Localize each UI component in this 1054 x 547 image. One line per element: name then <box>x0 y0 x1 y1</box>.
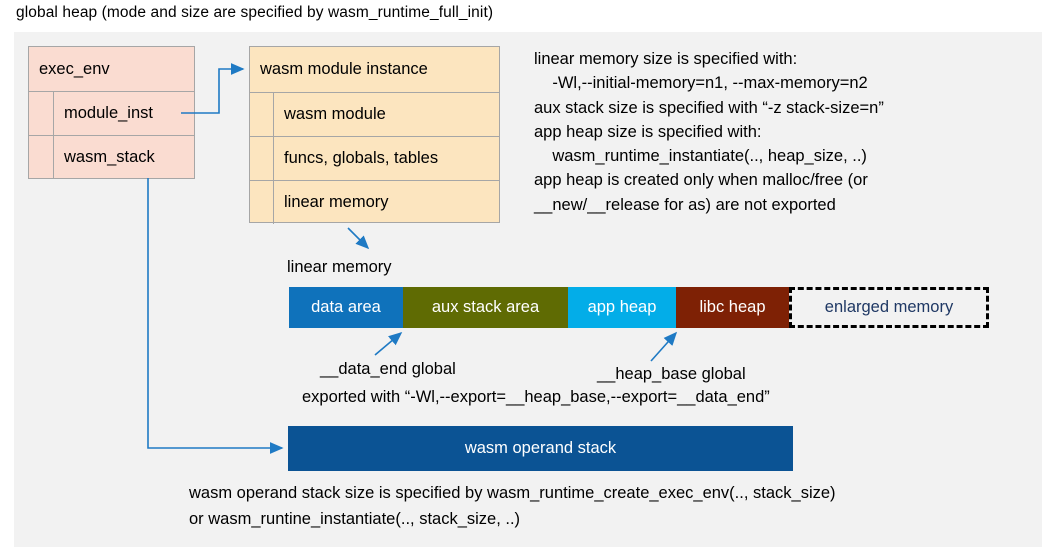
module-instance-header-label: wasm module instance <box>260 60 428 78</box>
indent-cell <box>29 92 54 135</box>
exec-env-header: exec_env <box>29 47 194 91</box>
wasm-module-instance-box: wasm module instance wasm module funcs, … <box>249 46 500 224</box>
indent-cell <box>29 136 54 179</box>
linear-memory-label: linear memory <box>284 193 389 211</box>
module-instance-field-linear-memory: linear memory <box>250 180 499 224</box>
memory-segment-enlarged-memory: enlarged memory <box>789 287 989 328</box>
module-inst-label: module_inst <box>64 104 153 122</box>
wasm-stack-label: wasm_stack <box>64 148 155 166</box>
heap-base-annotation: __heap_base global <box>597 365 746 383</box>
operand-stack-bottom-note: wasm operand stack size is specified by … <box>189 484 836 528</box>
memory-segment-label: app heap <box>587 298 657 316</box>
wasm-operand-stack-bar: wasm operand stack <box>288 426 793 471</box>
page-title: global heap (mode and size are specified… <box>16 4 494 21</box>
module-instance-header: wasm module instance <box>250 47 499 92</box>
wasm-module-label: wasm module <box>284 105 386 123</box>
memory-segment-label: aux stack area <box>431 298 540 316</box>
memory-segment-app-heap: app heap <box>568 287 676 328</box>
linear-memory-bar: data area aux stack area app heap libc heap… <box>289 287 989 328</box>
exec-env-header-label: exec_env <box>39 59 110 78</box>
module-instance-field-wasm-module: wasm module <box>250 92 499 136</box>
module-instance-field-funcs-globals-tables: funcs, globals, tables <box>250 136 499 180</box>
memory-segment-data-area: data area <box>289 287 403 328</box>
exec-env-box: exec_env module_inst wasm_stack <box>28 46 195 179</box>
wasm-operand-stack-label: wasm operand stack <box>464 439 617 457</box>
linear-memory-bar-label: linear memory <box>287 258 392 276</box>
funcs-globals-tables-label: funcs, globals, tables <box>284 149 439 167</box>
exec-env-field-wasm-stack: wasm_stack <box>29 135 194 179</box>
memory-segment-label: libc heap <box>699 298 766 316</box>
memory-segment-label: data area <box>311 298 381 316</box>
data-end-annotation: __data_end global <box>320 360 456 378</box>
memory-segment-label: enlarged memory <box>824 298 954 316</box>
indent-cell <box>250 181 274 224</box>
indent-cell <box>250 93 274 136</box>
linear-memory-sidenote: linear memory size is specified with: -W… <box>534 50 884 214</box>
indent-cell <box>250 137 274 180</box>
exec-env-field-module-inst: module_inst <box>29 91 194 135</box>
memory-segment-aux-stack-area: aux stack area <box>403 287 568 328</box>
export-note-annotation: exported with “-Wl,--export=__heap_base,… <box>302 388 770 406</box>
memory-segment-libc-heap: libc heap <box>676 287 789 328</box>
